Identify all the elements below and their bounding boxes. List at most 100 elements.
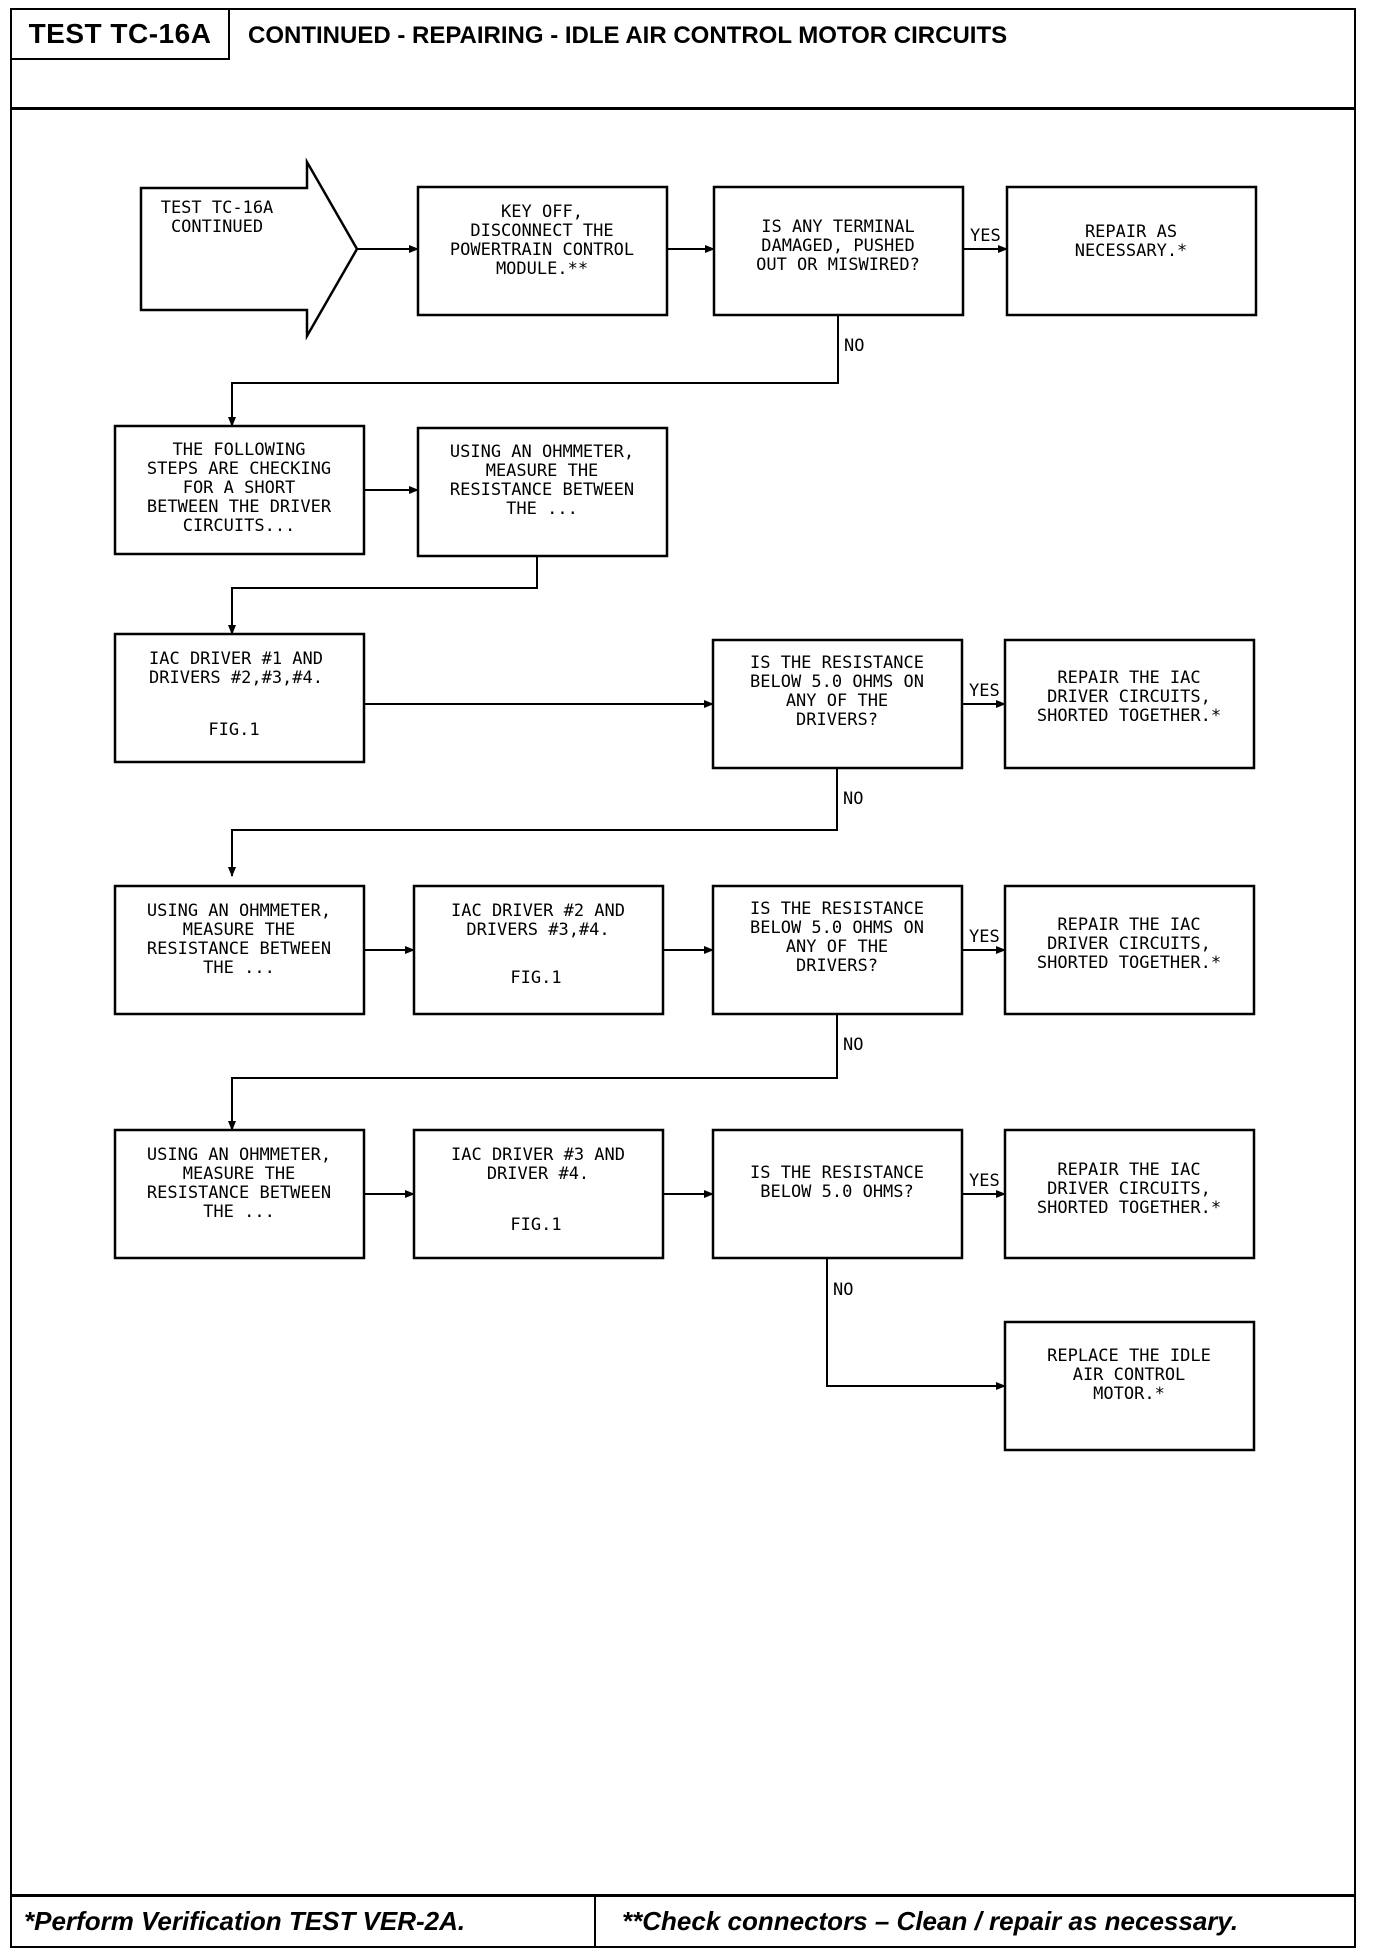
- label-line: MEASURE THE: [183, 920, 296, 940]
- connector-no-2: [228, 768, 838, 877]
- label-line: REPAIR THE IAC: [1057, 1160, 1200, 1180]
- label-line: POWERTRAIN CONTROL: [450, 240, 634, 260]
- connector-ohmmeter-driver1: [228, 556, 538, 635]
- label-line: USING AN OHMMETER,: [147, 1145, 331, 1165]
- connector-note: **Check connectors – Clean / repair as n…: [622, 1906, 1239, 1936]
- label-line: DRIVERS #3,#4.: [466, 920, 609, 940]
- label-line: THE FOLLOWING: [172, 440, 305, 460]
- page-footer: *Perform Verification TEST VER-2A. **Che…: [12, 1894, 1354, 1946]
- yes-label-4: YES: [969, 1171, 1000, 1191]
- repair-iac-box-2: [1003, 884, 1256, 1016]
- yes-label-1: YES: [970, 226, 1001, 246]
- label-line: THE ...: [203, 958, 275, 978]
- iac-driver-1-box: [113, 632, 366, 764]
- label-line: DRIVERS?: [796, 710, 878, 730]
- label-line: DRIVER #4.: [487, 1164, 589, 1184]
- label-line: AIR CONTROL: [1073, 1365, 1186, 1385]
- label-line: BELOW 5.0 OHMS ON: [750, 672, 924, 692]
- label-line: REPAIR THE IAC: [1057, 915, 1200, 935]
- label-line: DAMAGED, PUSHED: [761, 236, 915, 256]
- label-line: THE ...: [203, 1202, 275, 1222]
- iac-driver-2-box: [412, 884, 665, 1016]
- label-line: STEPS ARE CHECKING: [147, 459, 331, 479]
- yes-label-3: YES: [969, 927, 1000, 947]
- label-line: DISCONNECT THE: [470, 221, 613, 241]
- test-id: TEST TC-16A: [12, 10, 230, 60]
- label-line: IS THE RESISTANCE: [750, 653, 924, 673]
- label-line: NECESSARY.*: [1075, 241, 1188, 261]
- following-steps-box: [113, 424, 366, 556]
- label-line: REPLACE THE IDLE: [1047, 1346, 1211, 1366]
- repair-iac-box-3: [1003, 1128, 1256, 1260]
- connector-no-4: [826, 1258, 1006, 1390]
- label-line: RESISTANCE BETWEEN: [147, 939, 331, 959]
- label-line: IS ANY TERMINAL: [761, 217, 915, 237]
- label-line: BELOW 5.0 OHMS ON: [750, 918, 924, 938]
- label-line: THE ...: [506, 499, 578, 519]
- label-line: DRIVER CIRCUITS,: [1047, 687, 1211, 707]
- label-line: SHORTED TOGETHER.*: [1037, 1198, 1221, 1218]
- terminal-question-box: [712, 185, 965, 317]
- label-line: DRIVERS?: [796, 956, 878, 976]
- connector-no-3: [228, 1014, 838, 1131]
- no-label-1: NO: [844, 336, 864, 356]
- label-line: DRIVER CIRCUITS,: [1047, 1179, 1211, 1199]
- label-line: DRIVER CIRCUITS,: [1047, 934, 1211, 954]
- label-line: IS THE RESISTANCE: [750, 1163, 924, 1183]
- using-ohmmeter-box-3: [113, 1128, 366, 1260]
- label-line: REPAIR THE IAC: [1057, 668, 1200, 688]
- label-line: RESISTANCE BETWEEN: [450, 480, 634, 500]
- label-line: IAC DRIVER #3 AND: [451, 1145, 625, 1165]
- repair-iac-box-1: [1003, 638, 1256, 770]
- page-title: CONTINUED - REPAIRING - IDLE AIR CONTROL…: [248, 22, 1008, 49]
- using-ohmmeter-box-1: [416, 426, 669, 558]
- label-line: TEST TC-16A: [161, 198, 274, 218]
- label-line: MEASURE THE: [486, 461, 599, 481]
- test-procedure-page: TEST TC-16A CONTINUED - REPAIRING - IDLE…: [10, 8, 1356, 1948]
- label-line: IAC DRIVER #2 AND: [451, 901, 625, 921]
- label-line: KEY OFF,: [501, 202, 583, 222]
- label-line: BETWEEN THE DRIVER: [147, 497, 332, 517]
- label-line: BELOW 5.0 OHMS?: [760, 1182, 914, 1202]
- fig-1-label-a: FIG.1: [208, 720, 259, 740]
- no-label-2: NO: [843, 789, 863, 809]
- label-line: CONTINUED: [171, 217, 263, 237]
- label-line: MODULE.**: [496, 259, 588, 279]
- label-line: IS THE RESISTANCE: [750, 899, 924, 919]
- label-line: OUT OR MISWIRED?: [756, 255, 920, 275]
- label-line: SHORTED TOGETHER.*: [1037, 953, 1221, 973]
- replace-iac-box: [1003, 1320, 1256, 1452]
- fig-1-label-c: FIG.1: [510, 1215, 561, 1235]
- label-line: CIRCUITS...: [183, 516, 296, 536]
- label-line: RESISTANCE BETWEEN: [147, 1183, 331, 1203]
- label-line: FOR A SHORT: [183, 478, 296, 498]
- label-line: ANY OF THE: [786, 691, 888, 711]
- page-header: TEST TC-16A CONTINUED - REPAIRING - IDLE…: [12, 10, 1354, 110]
- yes-label-2: YES: [969, 681, 1000, 701]
- resistance-question-box-1: [711, 638, 964, 770]
- fig-1-label-b: FIG.1: [510, 968, 561, 988]
- label-line: MOTOR.*: [1093, 1384, 1165, 1404]
- iac-driver-3-box: [412, 1128, 665, 1260]
- label-line: ANY OF THE: [786, 937, 888, 957]
- start-arrow-shape: [139, 157, 359, 341]
- verification-note: *Perform Verification TEST VER-2A.: [24, 1897, 596, 1946]
